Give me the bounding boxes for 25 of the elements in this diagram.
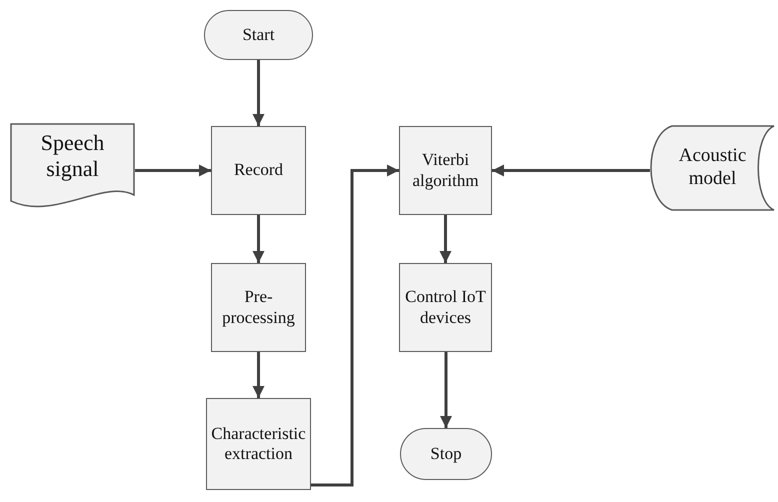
arrow: [440, 215, 452, 263]
node-label: Acoustic model: [678, 145, 748, 191]
node-label: Viterbi algorithm: [411, 150, 480, 191]
arrow: [252, 60, 264, 126]
terminator-pill: [400, 428, 492, 480]
arrow: [440, 352, 452, 428]
process-box: [206, 398, 311, 490]
node-label: Record: [232, 160, 284, 181]
stored-data-shape: [650, 125, 775, 211]
process-box: [399, 263, 492, 352]
arrow: [252, 352, 264, 398]
process-box: [211, 126, 306, 215]
process-box: [211, 263, 306, 352]
arrow: [311, 164, 399, 486]
node-label: Start: [241, 24, 276, 46]
terminator-pill: [204, 10, 313, 60]
node-label: Characteristic extraction: [210, 424, 307, 464]
arrow: [135, 164, 211, 176]
node-label: Pre-processing: [221, 287, 296, 328]
node-label: Stop: [429, 444, 463, 464]
arrow: [492, 164, 650, 176]
node-label: Speech signal: [40, 130, 106, 182]
node-label: Control IoT devices: [404, 287, 487, 328]
process-box: [399, 126, 492, 215]
arrow: [252, 215, 264, 263]
